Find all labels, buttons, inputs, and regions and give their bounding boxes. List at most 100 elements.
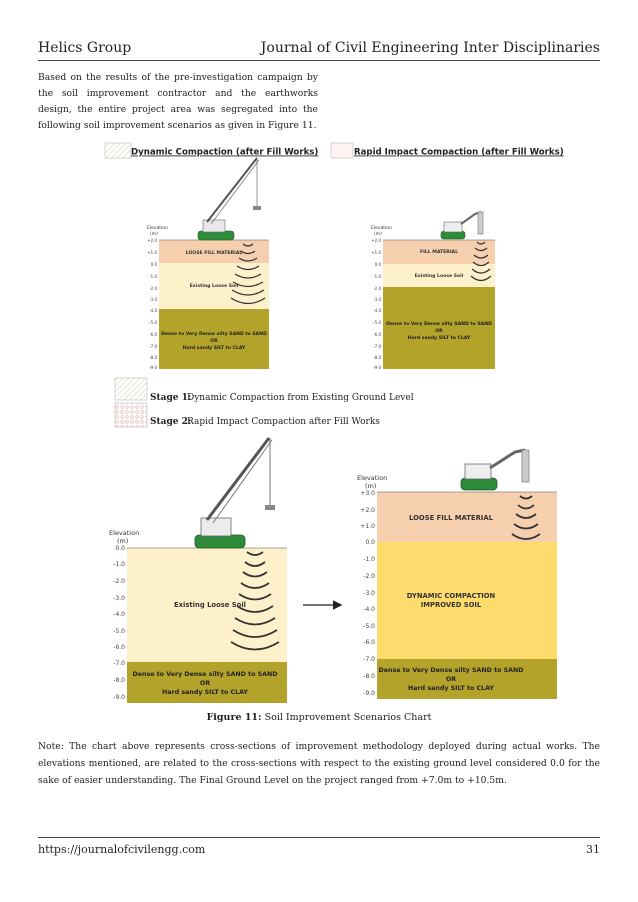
big-left-tick-7: -7.0 — [113, 660, 125, 667]
big-left-tick-2: -2.0 — [113, 578, 125, 585]
big-left-tick-3: -3.0 — [113, 595, 125, 602]
caption-label: Figure 11: — [206, 712, 262, 723]
small-right-tick-5: -3.0 — [373, 297, 381, 302]
small-left-tick-1: +1.0 — [147, 250, 157, 255]
big-crawler-crane-icon — [194, 437, 275, 549]
excavator-icon — [440, 211, 484, 240]
big-right-tick-10: -7.0 — [363, 656, 375, 663]
small-left-dense-label-2: OR — [210, 338, 218, 344]
big-right-tick-5: -2.0 — [363, 573, 375, 580]
big-right-axis-title: Elevation — [357, 474, 387, 482]
intro-paragraph: Based on the results of the pre-investig… — [38, 72, 318, 131]
big-left-dense-label-3: Hard sandy SILT to CLAY — [162, 689, 248, 696]
small-right-dense-layer — [383, 287, 495, 369]
small-left-dense-label-1: Dense to Very Dense silty SAND to SAND — [161, 331, 267, 337]
big-right-tick-1: +2.0 — [360, 507, 375, 514]
small-right-axis-title: Elevation — [371, 225, 392, 231]
big-rapid-impact-wave-arcs — [511, 495, 541, 540]
small-right-tick-3: -1.0 — [373, 274, 381, 279]
big-right-improved-layer — [377, 542, 557, 659]
small-left-tick-4: -2.0 — [149, 286, 157, 291]
stage2-swatch — [114, 402, 148, 428]
big-left-tick-6: -6.0 — [113, 644, 125, 651]
legend-swatch-rapid — [330, 142, 354, 159]
small-left-fill-label: LOOSE FILL MATERIAL — [186, 250, 243, 256]
legend-swatch-dynamic — [104, 142, 132, 159]
big-left-dense-layer — [127, 662, 287, 703]
header-rule — [38, 60, 600, 61]
big-right-dense-label-1: Dense to Very Dense silty SAND to SAND — [378, 667, 523, 674]
small-left-dense-label-3: Hard sandy SILT to CLAY — [183, 345, 246, 351]
impact-wave-arcs — [230, 243, 266, 305]
big-left-section: Elevation (m) Existing Loose Soil Dense … — [109, 437, 287, 703]
small-left-fill-layer — [159, 240, 269, 263]
journal-title: Journal of Civil Engineering Inter Disci… — [260, 40, 600, 56]
stage1-swatch — [114, 377, 148, 401]
big-right-tick-7: -4.0 — [363, 606, 375, 613]
big-left-dense-label-2: OR — [200, 680, 210, 687]
small-left-tick-0: +2.0 — [147, 238, 157, 243]
big-left-tick-8: -8.0 — [113, 677, 125, 684]
big-right-tick-4: -1.0 — [363, 556, 375, 563]
big-left-axis-unit: (m) — [117, 537, 128, 545]
small-left-axis-title: Elevation — [147, 225, 168, 231]
big-right-fill-label: LOOSE FILL MATERIAL — [409, 514, 494, 522]
small-right-tick-7: -5.0 — [373, 320, 381, 325]
small-right-section: Elevation (m) FILL MATERIAL Existing Loo… — [371, 211, 495, 370]
big-left-tick-1: -1.0 — [113, 561, 125, 568]
big-right-fill-layer — [377, 492, 557, 542]
big-right-tick-2: +1.0 — [360, 523, 375, 530]
big-left-loose-layer — [127, 548, 287, 662]
stage2-label: Stage 2: — [150, 417, 191, 427]
small-right-loose-layer — [383, 264, 495, 287]
small-left-tick-11: -9.0 — [149, 365, 157, 370]
big-right-tick-6: -3.0 — [363, 590, 375, 597]
small-right-dense-label-2: OR — [435, 328, 443, 334]
legend-dynamic-label: Dynamic Compaction (after Fill Works) — [131, 148, 318, 158]
legend-rapid-label: Rapid Impact Compaction (after Fill Work… — [354, 148, 564, 158]
big-right-dense-label-2: OR — [446, 676, 456, 683]
small-left-tick-9: -7.0 — [149, 344, 157, 349]
big-right-tick-8: -5.0 — [363, 623, 375, 630]
small-right-tick-6: -4.0 — [373, 308, 381, 313]
rapid-impact-wave-arcs — [470, 241, 492, 282]
small-right-tick-11: -9.0 — [373, 365, 381, 370]
small-right-tick-0: +2.0 — [371, 238, 381, 243]
small-left-loose-label: Existing Loose Soil — [190, 283, 239, 289]
small-right-tick-2: 0.0 — [375, 262, 382, 267]
small-right-loose-label: Existing Loose Soil — [415, 273, 464, 279]
figure-caption: Figure 11: Soil Improvement Scenarios Ch… — [0, 712, 638, 723]
small-left-section: Elevation (m) LOOSE FILL MATERIAL Existi… — [147, 157, 269, 370]
big-right-tick-11: -8.0 — [363, 673, 375, 680]
big-right-tick-3: 0.0 — [365, 539, 375, 546]
small-right-tick-10: -8.0 — [373, 355, 381, 360]
stage1-label: Stage 1: — [150, 393, 191, 403]
big-right-tick-12: -9.0 — [363, 690, 375, 697]
big-left-loose-label: Existing Loose Soil — [174, 601, 246, 609]
small-right-dense-label-1: Dense to Very Dense silty SAND to SAND — [386, 321, 492, 327]
small-right-tick-1: +1.0 — [371, 250, 381, 255]
big-impact-wave-arcs — [230, 551, 280, 651]
small-right-tick-9: -7.0 — [373, 344, 381, 349]
big-left-tick-9: -9.0 — [113, 694, 125, 701]
big-right-section: Elevation (m) LOOSE FILL MATERIAL DYNAMI… — [357, 448, 557, 699]
small-left-tick-5: -3.0 — [149, 297, 157, 302]
big-right-dense-label-3: Hard sandy SILT to CLAY — [408, 685, 494, 692]
big-left-dense-label-1: Dense to Very Dense silty SAND to SAND — [132, 671, 277, 678]
big-right-improved-label-2: IMPROVED SOIL — [421, 601, 482, 609]
small-left-tick-7: -5.0 — [149, 320, 157, 325]
stage2-text: Rapid Impact Compaction after Fill Works — [187, 417, 380, 427]
small-left-tick-2: 0.0 — [151, 262, 158, 267]
big-right-dense-layer — [377, 659, 557, 699]
crawler-crane-icon — [197, 157, 261, 241]
figure-11: Dynamic Compaction (after Fill Works) Ra… — [95, 140, 565, 705]
small-right-tick-8: -6.0 — [373, 332, 381, 337]
small-left-tick-10: -8.0 — [149, 355, 157, 360]
small-right-dense-label-3: Hard sandy SILT to CLAY — [408, 335, 471, 341]
note-paragraph: Note: The chart above represents cross-s… — [38, 741, 600, 786]
small-left-axis-unit: (m) — [150, 231, 158, 237]
page-number: 31 — [586, 843, 600, 856]
small-left-tick-3: -1.0 — [149, 274, 157, 279]
big-left-tick-5: -5.0 — [113, 628, 125, 635]
big-right-tick-9: -6.0 — [363, 639, 375, 646]
